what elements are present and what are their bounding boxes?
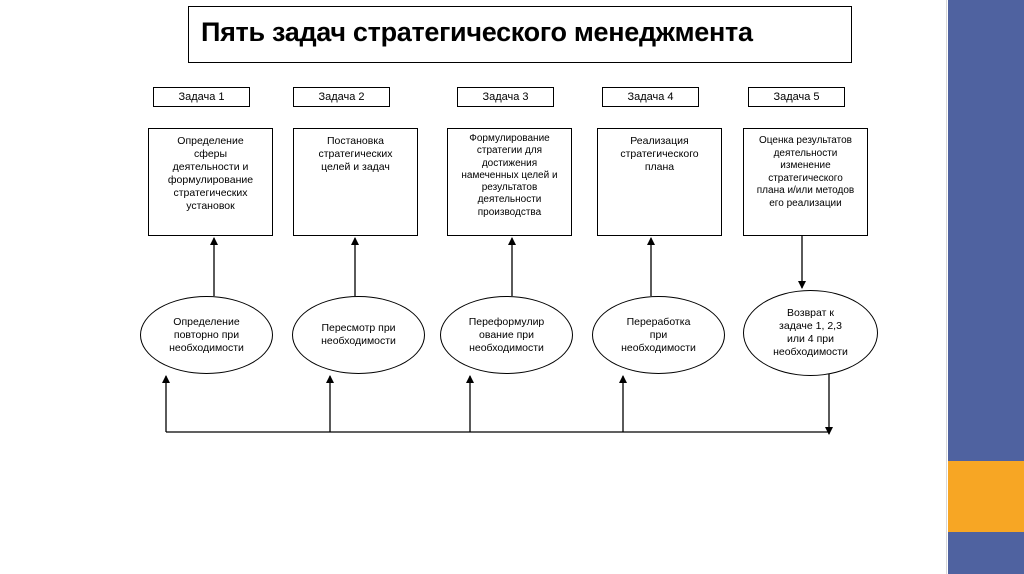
- decorative-sidebar-accent: [948, 461, 1024, 532]
- task-1-label: Задача 1: [153, 87, 250, 107]
- task-1-review-ellipse: Определение повторно при необходимости: [140, 296, 273, 374]
- task-3-label: Задача 3: [457, 87, 554, 107]
- task-5-label: Задача 5: [748, 87, 845, 107]
- task-2-box: Постановка стратегических целей и задач: [293, 128, 418, 236]
- task-5-review-ellipse: Возврат к задаче 1, 2,3 или 4 при необхо…: [743, 290, 878, 376]
- task-4-description: Реализация стратегического плана: [620, 135, 699, 173]
- task-1-review-text: Определение повторно при необходимости: [169, 315, 244, 354]
- task-4-review-ellipse: Переработка при необходимости: [592, 296, 725, 374]
- task-4-label: Задача 4: [602, 87, 699, 107]
- task-1-box: Определение сферы деятельности и формули…: [148, 128, 273, 236]
- task-3-description: Формулирование стратегии для достижения …: [461, 133, 558, 218]
- task-2-review-text: Пересмотр при необходимости: [321, 322, 396, 347]
- task-2-label: Задача 2: [293, 87, 390, 107]
- task-2-review-ellipse: Пересмотр при необходимости: [292, 296, 425, 374]
- task-5-review-text: Возврат к задаче 1, 2,3 или 4 при необхо…: [773, 307, 848, 358]
- task-5-description: Оценка результатов деятельности изменени…: [756, 135, 855, 209]
- task-3-review-text: Переформулир ование при необходимости: [468, 315, 545, 354]
- task-2-description: Постановка стратегических целей и задач: [318, 135, 393, 173]
- task-3-review-ellipse: Переформулир ование при необходимости: [440, 296, 573, 374]
- title-box: Пять задач стратегического менеджмента: [188, 6, 852, 63]
- task-3-box: Формулирование стратегии для достижения …: [447, 128, 572, 236]
- slide-edge: [946, 0, 947, 574]
- task-5-box: Оценка результатов деятельности изменени…: [743, 128, 868, 236]
- task-4-box: Реализация стратегического плана: [597, 128, 722, 236]
- task-4-review-text: Переработка при необходимости: [621, 315, 696, 354]
- task-1-description: Определение сферы деятельности и формули…: [167, 135, 254, 212]
- slide-title: Пять задач стратегического менеджмента: [201, 17, 753, 47]
